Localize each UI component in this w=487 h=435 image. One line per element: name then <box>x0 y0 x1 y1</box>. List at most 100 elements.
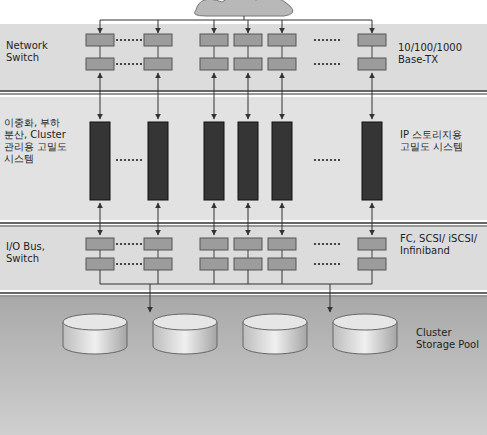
link-line <box>282 250 283 258</box>
link-arrow <box>330 284 331 312</box>
link-arrow <box>372 73 373 119</box>
switch-box <box>234 34 262 46</box>
ellipsis-dot <box>334 39 336 41</box>
ellipsis-dot <box>128 243 130 245</box>
disk-top <box>333 314 397 330</box>
ellipsis-dot <box>136 243 138 245</box>
link-arrow <box>282 73 283 119</box>
link-line <box>248 46 249 58</box>
ellipsis-dot <box>314 63 316 65</box>
ellipsis-dot <box>334 159 336 161</box>
ellipsis-dot <box>322 159 324 161</box>
layer-label: Cluster Storage Pool <box>416 327 482 351</box>
io-switch-box <box>268 258 296 270</box>
server-box <box>238 122 258 200</box>
io-switch-box <box>234 238 262 250</box>
separator-line <box>0 296 487 297</box>
io-switch-box <box>234 258 262 270</box>
distribution-line <box>244 16 245 20</box>
ellipsis-dot <box>330 63 332 65</box>
link-arrow <box>150 284 151 312</box>
ellipsis-dot <box>140 63 142 65</box>
ellipsis-dot <box>322 39 324 41</box>
ellipsis-dot <box>136 263 138 265</box>
ellipsis-dot <box>322 263 324 265</box>
switch-box <box>358 58 386 70</box>
ellipsis-dot <box>326 243 328 245</box>
ellipsis-dot <box>140 243 142 245</box>
link-line <box>214 46 215 58</box>
ellipsis-dot <box>334 263 336 265</box>
ellipsis-dot <box>330 243 332 245</box>
ellipsis-dot <box>314 159 316 161</box>
link-line <box>248 270 249 284</box>
ellipsis-dot <box>314 39 316 41</box>
ellipsis-dot <box>136 63 138 65</box>
separator-line <box>0 292 487 294</box>
ellipsis-dot <box>318 63 320 65</box>
ellipsis-dot <box>124 159 126 161</box>
ellipsis-dot <box>326 39 328 41</box>
link-arrow <box>372 203 373 235</box>
link-line <box>158 250 159 258</box>
ellipsis-dot <box>116 263 118 265</box>
link-line <box>158 270 159 284</box>
ellipsis-dot <box>128 63 130 65</box>
layer-band: Cluster Storage Pool <box>0 297 487 435</box>
ellipsis-dot <box>334 63 336 65</box>
link-line <box>100 250 101 258</box>
ellipsis-dot <box>132 263 134 265</box>
separator-line <box>0 94 487 95</box>
link-arrow <box>248 73 249 119</box>
io-switch-box <box>358 238 386 250</box>
switch-box <box>86 34 114 46</box>
disk-top <box>243 314 307 330</box>
link-arrow <box>214 203 215 235</box>
link-line <box>100 284 372 285</box>
link-arrow <box>100 203 101 235</box>
ellipsis-dot <box>330 39 332 41</box>
link-line <box>282 46 283 58</box>
server-box <box>362 122 382 200</box>
link-line <box>214 270 215 284</box>
layer-note: IP 스토리지용 고밀도 시스템 <box>400 129 482 153</box>
ellipsis-dot <box>326 159 328 161</box>
server-box <box>90 122 110 200</box>
ellipsis-dot <box>322 63 324 65</box>
ellipsis-dot <box>318 159 320 161</box>
ellipsis-dot <box>124 243 126 245</box>
ellipsis-dot <box>330 263 332 265</box>
switch-box <box>234 58 262 70</box>
switch-box <box>86 58 114 70</box>
ellipsis-dot <box>330 159 332 161</box>
layer-note: 10/100/1000 Base-TX <box>398 42 484 66</box>
server-box <box>204 122 224 200</box>
link-arrow <box>100 73 101 119</box>
ellipsis-dot <box>140 263 142 265</box>
ellipsis-dot <box>128 263 130 265</box>
link-arrow <box>248 203 249 235</box>
ellipsis-dot <box>120 63 122 65</box>
separator-line <box>0 226 487 227</box>
io-switch-box <box>144 258 172 270</box>
link-arrow <box>158 20 159 33</box>
link-line <box>372 270 373 284</box>
separator-line <box>0 90 487 92</box>
io-switch-box <box>200 238 228 250</box>
distribution-line <box>100 20 372 21</box>
ellipsis-dot <box>318 263 320 265</box>
ellipsis-dot <box>132 159 134 161</box>
ellipsis-dot <box>140 159 142 161</box>
ellipsis-dot <box>338 243 340 245</box>
network-cloud <box>194 0 293 16</box>
link-line <box>214 250 215 258</box>
disk-top <box>63 314 127 330</box>
io-switch-box <box>268 238 296 250</box>
layer-label: I/O Bus, Switch <box>6 241 76 265</box>
ellipsis-dot <box>322 243 324 245</box>
link-line <box>100 270 101 284</box>
layer-label: 이중화, 부하 분산, Cluster 관리용 고밀도 시스템 <box>4 117 82 165</box>
link-line <box>248 250 249 258</box>
switch-box <box>268 34 296 46</box>
